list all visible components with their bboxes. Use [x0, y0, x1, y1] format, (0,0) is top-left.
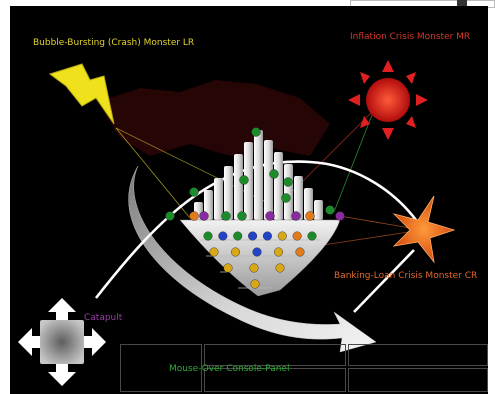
pyramid-ball: [199, 211, 209, 221]
funnel-ball: [249, 263, 259, 273]
console-cell[interactable]: [348, 368, 488, 392]
funnel: [179, 219, 341, 297]
pyramid-pillar: [294, 176, 303, 220]
funnel-ball: [233, 231, 243, 241]
funnel-ball: [203, 231, 213, 241]
console-cell[interactable]: [348, 344, 488, 366]
pyramid-ball: [237, 211, 247, 221]
pyramid-ball: [265, 211, 275, 221]
pyramid-pillar: [314, 200, 323, 220]
pyramid-ball: [283, 177, 293, 187]
funnel-ball: [218, 231, 228, 241]
pyramid-ball: [269, 169, 279, 179]
pyramid-pillar: [234, 154, 243, 220]
bubble-monster-label: Bubble-Bursting (Crash) Monster LR: [33, 38, 195, 48]
pyramid-ball: [335, 211, 345, 221]
inflation-monster-label: Inflation Crisis Monster MR: [350, 32, 471, 42]
pyramid-ball: [305, 211, 315, 221]
lightning-bolt-icon[interactable]: [48, 63, 115, 125]
swoop-arrow: [128, 165, 377, 353]
star-icon[interactable]: [392, 195, 456, 264]
funnel-ball: [248, 231, 258, 241]
funnel-ball: [209, 247, 219, 257]
sun-icon[interactable]: [348, 60, 428, 140]
game-balls: [165, 127, 345, 289]
pyramid-ball: [165, 211, 175, 221]
pyramid-ball: [189, 211, 199, 221]
pyramid-ball: [325, 205, 335, 215]
pyramid-ball: [251, 127, 261, 137]
pyramid-ball: [189, 187, 199, 197]
funnel-ball: [252, 247, 262, 257]
pyramid-pillar: [214, 178, 223, 220]
pyramid-pillar: [254, 130, 263, 220]
funnel-ball: [223, 263, 233, 273]
pyramid-pillar: [274, 152, 283, 220]
four-way-arrow-icon[interactable]: [18, 298, 106, 386]
funnel-ball: [250, 279, 260, 289]
funnel-ball: [262, 231, 272, 241]
pyramid-pillar: [264, 140, 273, 220]
banking-monster-label: Banking-Loan Crisis Monster CR: [334, 271, 478, 281]
trajectory-line: [94, 160, 418, 299]
funnel-ball: [277, 231, 287, 241]
pyramid-ball: [291, 211, 301, 221]
funnel-ball: [274, 247, 284, 257]
return-line: [353, 249, 415, 313]
console-label: Mouse-Over Console-Panel: [169, 364, 290, 374]
funnel-ball: [295, 247, 305, 257]
pyramid-ball: [281, 193, 291, 203]
funnel-ball: [292, 231, 302, 241]
pyramid-ball: [239, 175, 249, 185]
console-cell[interactable]: [120, 344, 202, 392]
pyramid-ball: [221, 211, 231, 221]
pyramid-pillar: [284, 164, 293, 220]
console-cell[interactable]: [204, 368, 346, 392]
console-cell[interactable]: [204, 344, 346, 366]
pyramid-pillar: [224, 166, 233, 220]
catapult-label: Catapult: [84, 313, 123, 323]
game-scene: [18, 60, 456, 386]
funnel-ball: [275, 263, 285, 273]
funnel-ball: [307, 231, 317, 241]
funnel-ball: [230, 247, 240, 257]
toolbar-handle[interactable]: [457, 0, 467, 8]
game-stage[interactable]: Bubble-Bursting (Crash) Monster LR Infla…: [10, 6, 488, 394]
